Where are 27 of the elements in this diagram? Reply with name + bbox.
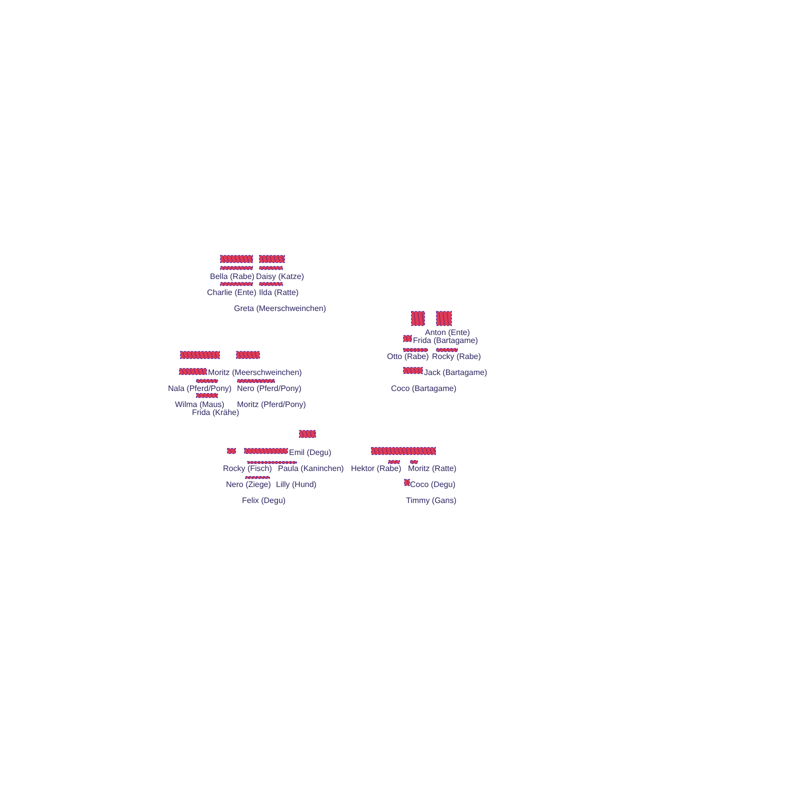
name-label: Ilda (Ratte) <box>259 288 299 296</box>
name-label: Felix (Degu) <box>242 496 286 504</box>
name-label: Moritz (Meerschweinchen) <box>208 368 302 376</box>
name-label: Jack (Bartagame) <box>424 368 488 376</box>
name-label: Wilma (Maus) <box>175 400 224 408</box>
name-label: Anton (Ente) <box>425 328 470 336</box>
name-label: Greta (Meerschweinchen) <box>234 304 326 312</box>
name-label: Emil (Degu) <box>289 448 332 456</box>
name-label: Daisy (Katze) <box>256 272 304 280</box>
name-label: Paula (Kaninchen) <box>278 464 344 472</box>
name-label: Frida (Bartagame) <box>413 336 478 344</box>
name-label: Otto (Rabe) <box>387 352 429 360</box>
name-label: Charlie (Ente) <box>207 288 256 296</box>
name-label: Coco (Degu) <box>410 480 456 488</box>
name-label: Nero (Pferd/Pony) <box>237 384 302 392</box>
name-label: Nala (Pferd/Pony) <box>168 384 232 392</box>
name-label: Frida (Krähe) <box>192 408 240 416</box>
name-label: Coco (Bartagame) <box>391 384 456 392</box>
name-label: Rocky (Fisch) <box>223 464 272 472</box>
name-label: Bella (Rabe) <box>210 272 254 280</box>
name-label: Rocky (Rabe) <box>432 352 481 360</box>
name-label: Lilly (Hund) <box>276 480 316 488</box>
name-label: Hektor (Rabe) <box>351 464 402 472</box>
name-label: Moritz (Pferd/Pony) <box>237 400 306 408</box>
name-label: Nero (Ziege) <box>226 480 271 488</box>
name-label: Moritz (Ratte) <box>408 464 456 472</box>
name-label: Timmy (Gans) <box>406 496 456 504</box>
